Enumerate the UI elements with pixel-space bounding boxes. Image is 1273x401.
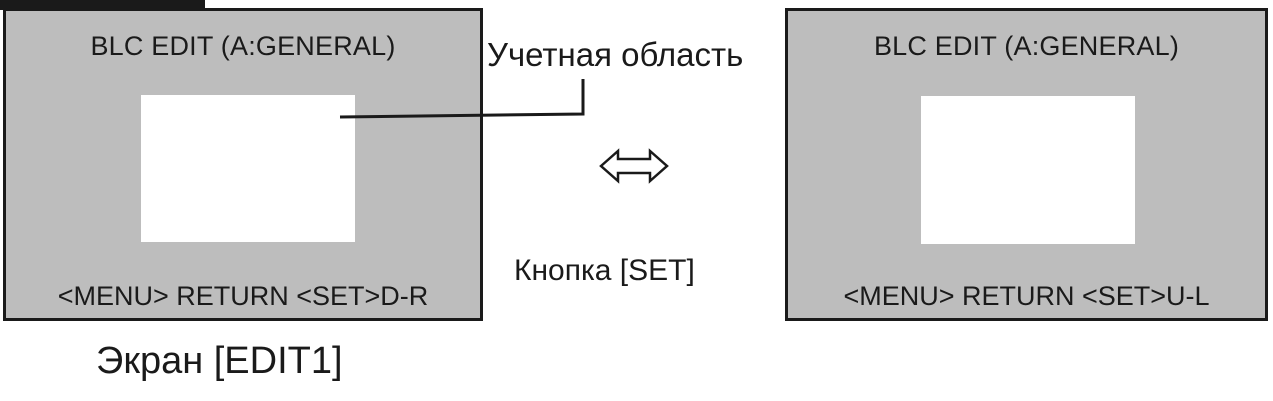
set-button-label: Кнопка [SET]: [514, 254, 695, 287]
screen-title: BLC EDIT (A:GENERAL): [873, 31, 1180, 61]
screen-caption: Экран [EDIT1]: [96, 340, 343, 382]
screen-title: BLC EDIT (A:GENERAL): [90, 31, 396, 61]
area-callout-label: Учетная область: [487, 36, 744, 73]
screen-footer: <MENU> RETURN <SET>U-L: [843, 281, 1210, 311]
left-right-double-arrow-icon: [598, 146, 670, 191]
metering-area: [921, 96, 1135, 244]
header-bar-fragment: [0, 0, 205, 10]
screen-footer: <MENU> RETURN <SET>D-R: [57, 281, 429, 311]
metering-area: [141, 95, 355, 242]
edit1-screen-alternate: BLC EDIT (A:GENERAL) <MENU> RETURN <SET>…: [785, 8, 1268, 321]
edit1-screen: BLC EDIT (A:GENERAL) <MENU> RETURN <SET>…: [3, 8, 483, 321]
